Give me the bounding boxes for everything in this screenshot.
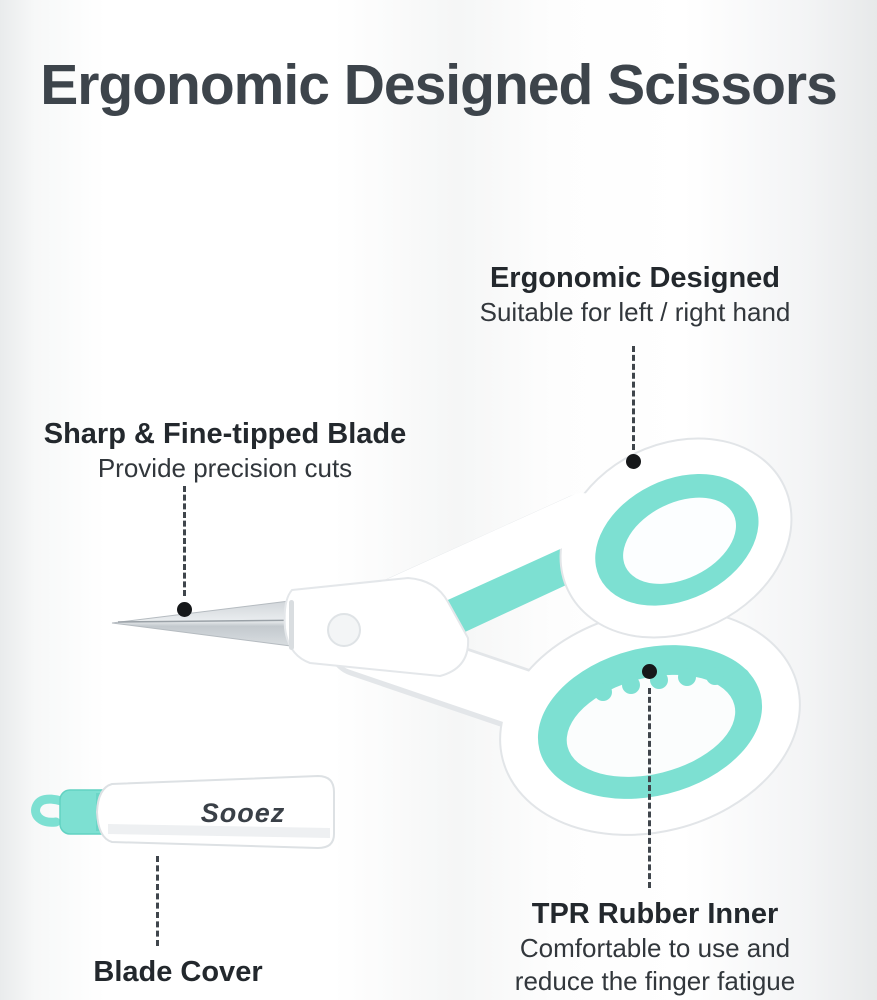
callout-blade-dot <box>177 602 192 617</box>
callout-ergonomic: Ergonomic Designed Suitable for left / r… <box>420 262 850 328</box>
callout-tpr: TPR Rubber Inner Comfortable to use and … <box>450 898 860 997</box>
pivot-screw <box>327 613 361 647</box>
callout-ergonomic-line <box>632 346 635 450</box>
callout-ergonomic-subtext: Suitable for left / right hand <box>479 297 791 328</box>
callout-ergonomic-heading: Ergonomic Designed <box>489 262 781 294</box>
pivot-body <box>283 576 470 678</box>
callout-blade-heading: Sharp & Fine-tipped Blade <box>43 418 407 450</box>
callout-blade-line <box>183 486 186 596</box>
brand-logo-text: Sooez <box>201 798 286 828</box>
callout-cover: Blade Cover <box>58 956 298 989</box>
blade-cover: Sooez <box>31 774 335 850</box>
callout-tpr-line <box>648 688 651 888</box>
callout-tpr-subtext-line1: Comfortable to use and <box>519 933 791 964</box>
callout-tpr-subtext-line2: reduce the finger fatigue <box>514 966 796 997</box>
callout-tpr-dot <box>642 664 657 679</box>
grip-scallops <box>566 667 750 711</box>
callout-blade: Sharp & Fine-tipped Blade Provide precis… <box>25 418 425 484</box>
callout-cover-line <box>156 856 159 946</box>
callout-tpr-heading: TPR Rubber Inner <box>531 898 779 930</box>
callout-cover-heading: Blade Cover <box>93 956 263 988</box>
callout-blade-subtext: Provide precision cuts <box>97 453 353 484</box>
page-title: Ergonomic Designed Scissors <box>40 53 838 117</box>
callout-ergonomic-dot <box>626 454 641 469</box>
